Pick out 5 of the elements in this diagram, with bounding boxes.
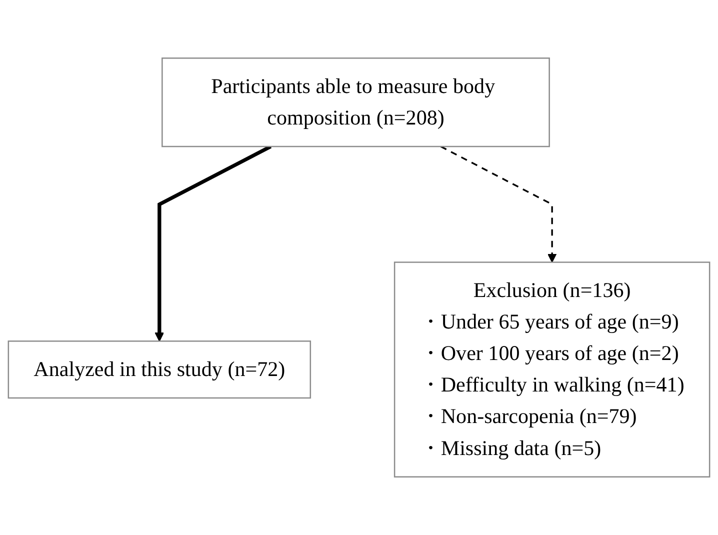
process-box: Analyzed in this study (n=72): [8, 340, 312, 399]
dashed-arrow: [440, 146, 557, 263]
process-box: Exclusion (n=136) ・Under 65 years of age (n=9) ・Over 100 years of age (n=2) ・Defficulty in walking (n=41) ・Non-sarcopenia (n=79) ・Missing data (n=5): [394, 262, 710, 478]
process-box: Participants able to measure body composition (n=208): [162, 58, 550, 148]
arrow: [154, 144, 272, 342]
